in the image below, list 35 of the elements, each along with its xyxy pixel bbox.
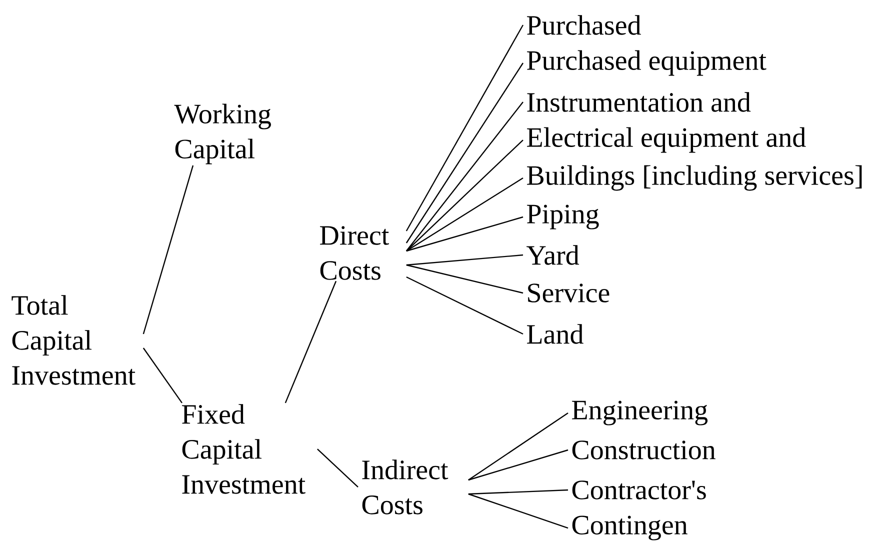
branch-line xyxy=(468,412,568,480)
tree-label: Contingen xyxy=(572,516,688,540)
branch-line xyxy=(406,140,524,252)
branch-line xyxy=(406,62,524,244)
branch-line xyxy=(468,489,568,495)
tree-label: Yard xyxy=(526,245,580,265)
tree-label: Indirect Costs xyxy=(362,460,448,514)
tree-label: Instrumentation and xyxy=(527,92,751,112)
tree-label: Service xyxy=(528,284,610,302)
branch-line xyxy=(406,178,524,252)
tree-label: Purchased xyxy=(527,15,641,35)
branch-line xyxy=(406,276,524,335)
branch-line xyxy=(142,165,194,334)
tree-label: Contractor's xyxy=(572,480,706,500)
tree-label: Direct Costs xyxy=(320,226,389,280)
tree-label: Construction xyxy=(572,440,716,460)
tree-label: Total Capital Investment xyxy=(12,295,136,385)
branch-line xyxy=(406,254,524,266)
tree-label: Piping xyxy=(527,204,599,230)
tree-label: Engineering xyxy=(572,400,708,426)
tree-label: Electrical equipment and xyxy=(527,127,806,153)
branch-line xyxy=(406,102,524,252)
branch-line xyxy=(406,264,524,294)
branch-line xyxy=(284,280,337,404)
branch-line xyxy=(468,493,568,529)
tree-label: Fixed Capital Investment xyxy=(182,404,306,494)
branch-line xyxy=(142,348,182,404)
branch-line xyxy=(468,449,568,481)
tree-label: Purchased equipment xyxy=(527,50,766,76)
tree-label: Buildings [including services] xyxy=(527,165,862,191)
branch-line xyxy=(406,24,524,232)
tree-label: Working Capital xyxy=(174,104,271,164)
branch-line xyxy=(317,448,358,488)
branch-line xyxy=(406,216,524,252)
tree-label: Land xyxy=(527,324,584,344)
